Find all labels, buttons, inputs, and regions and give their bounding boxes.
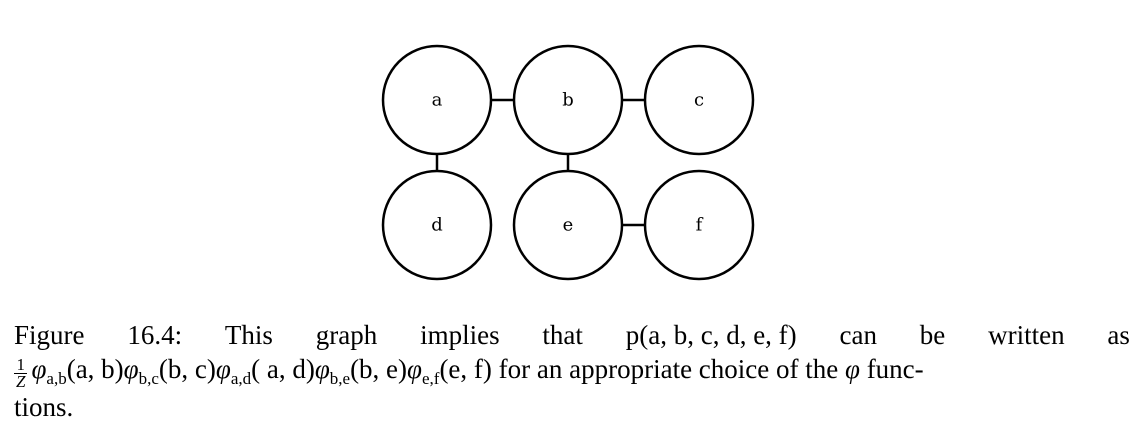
node-b: b <box>512 44 624 156</box>
caption-word: graph <box>315 320 378 350</box>
node-circle-e <box>512 169 624 281</box>
node-circle-c <box>643 44 755 156</box>
node-label-c: c <box>694 90 704 111</box>
fraction-denominator: Z <box>16 372 26 391</box>
node-label-e: e <box>563 215 574 236</box>
fraction-numerator: 1 <box>14 356 28 374</box>
factor-subscript: a,b <box>46 369 67 388</box>
graph-svg: a b c d e f <box>381 44 755 281</box>
caption-word: Figure <box>14 320 85 350</box>
caption-text: for an appropriate choice of the <box>498 354 839 384</box>
caption-line-3: tions. <box>14 390 1130 424</box>
node-label-d: d <box>431 215 443 236</box>
caption-figure-number: 16.4: <box>127 320 183 350</box>
node-label-a: a <box>432 90 443 111</box>
node-c: c <box>643 44 755 156</box>
node-label-b: b <box>562 90 574 111</box>
node-circle-d <box>381 169 493 281</box>
phi-symbol: φ <box>215 354 231 384</box>
node-a: a <box>381 44 493 156</box>
factor-subscript: b,c <box>138 369 159 388</box>
caption-line-1: Figure 16.4: This graph implies that p(a… <box>14 318 1130 352</box>
caption-word: can <box>839 320 877 350</box>
factor-arguments: (b, e) <box>350 354 408 384</box>
factor-subscript: a,d <box>230 369 252 388</box>
node-label-f: f <box>696 215 704 236</box>
node-circle-f <box>643 169 755 281</box>
node-d: d <box>381 169 493 281</box>
node-f: f <box>643 169 755 281</box>
caption-text: func- <box>866 354 924 384</box>
factor-subscript: e,f <box>421 369 440 388</box>
caption-joint-expression: p(a, b, c, d, e, f) <box>625 320 797 350</box>
caption-text: tions. <box>14 392 74 422</box>
factor-arguments: (e, f) <box>439 354 492 384</box>
caption-word: be <box>919 320 946 350</box>
factor-subscript: b,e <box>329 369 351 388</box>
graph-figure: a b c d e f <box>381 44 755 281</box>
phi-symbol: φ <box>845 354 860 384</box>
caption-word: implies <box>420 320 500 350</box>
phi-symbol: φ <box>407 354 422 384</box>
factor-arguments: (a, b) <box>66 354 124 384</box>
phi-symbol: φ <box>314 354 330 384</box>
phi-symbol: φ <box>123 354 139 384</box>
caption-word: as <box>1107 320 1130 350</box>
node-circle-b <box>512 44 624 156</box>
phi-symbol: φ <box>31 354 47 384</box>
node-e: e <box>512 169 624 281</box>
caption-word: This <box>224 320 273 350</box>
caption-word: that <box>542 320 583 350</box>
factor-arguments: ( a, d) <box>251 354 315 384</box>
node-circle-a <box>381 44 493 156</box>
figure-caption: Figure 16.4: This graph implies that p(a… <box>14 318 1130 424</box>
caption-word: written <box>988 320 1065 350</box>
factor-arguments: (b, c) <box>158 354 216 384</box>
